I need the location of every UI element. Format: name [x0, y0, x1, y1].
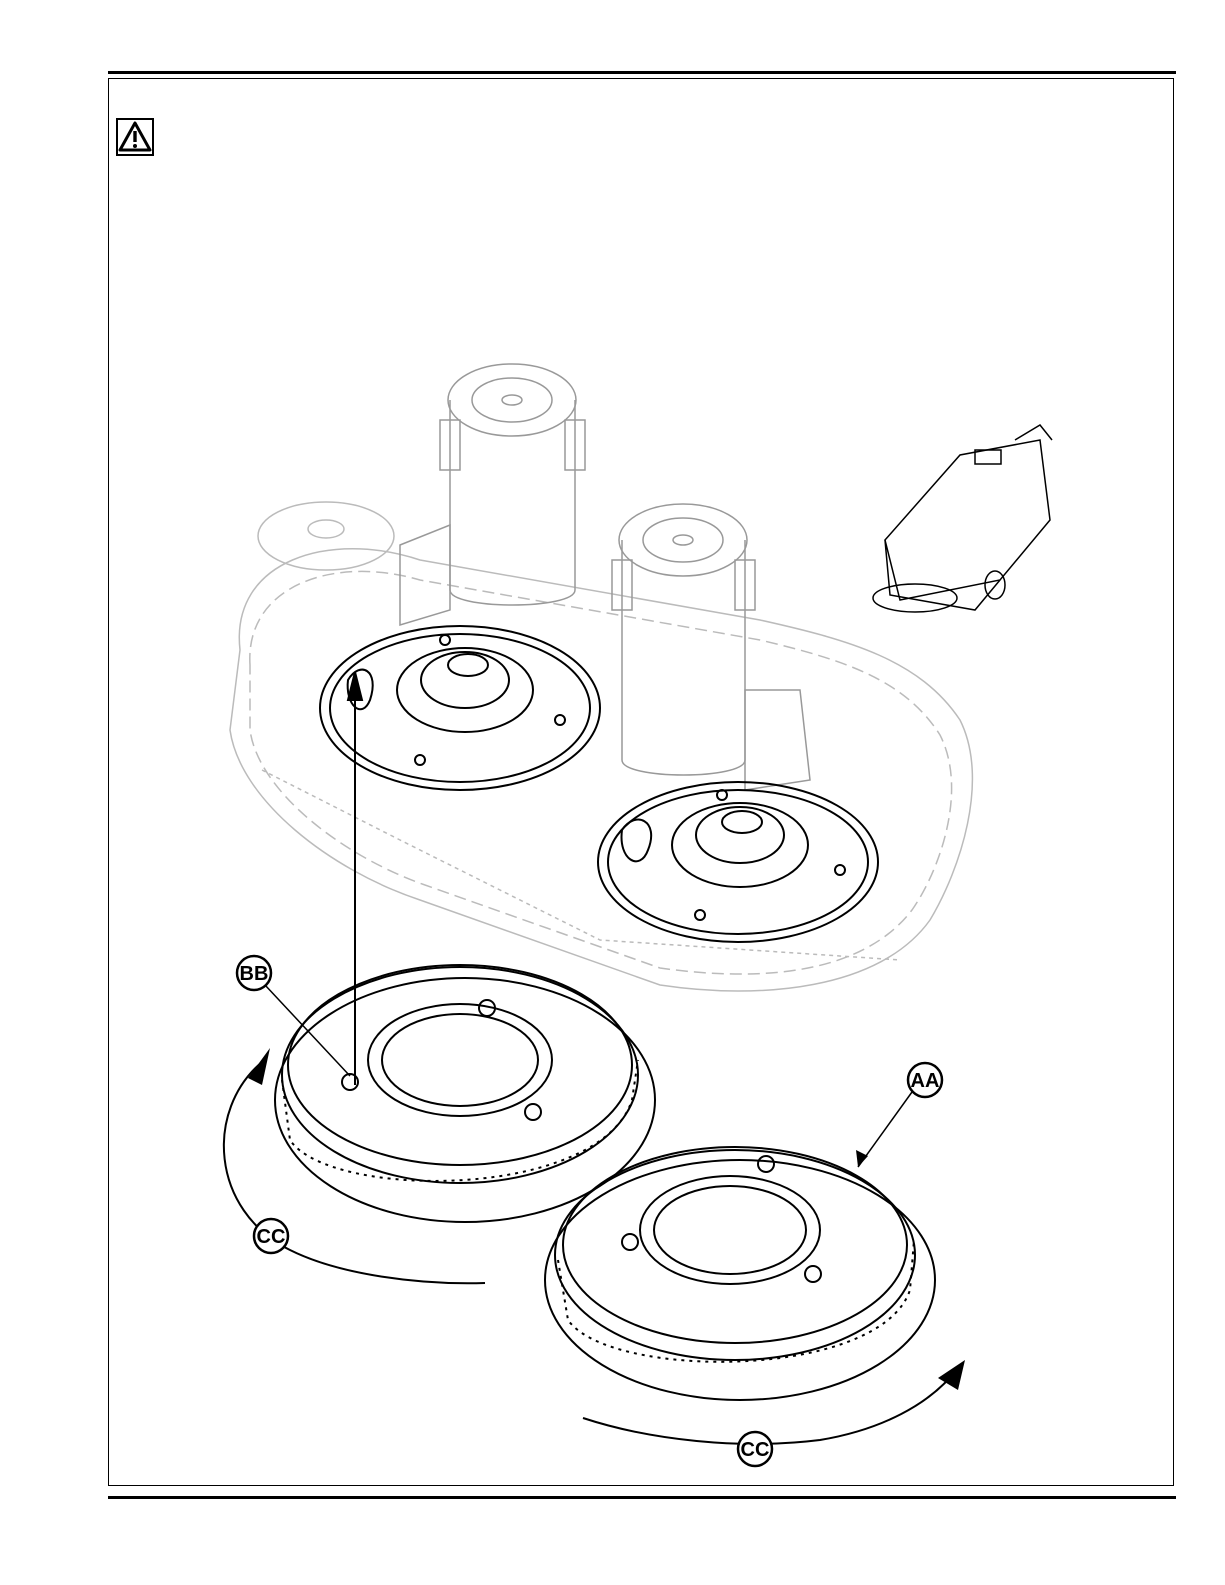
- aa-leader-arrowhead: [856, 1150, 868, 1167]
- left-motor: [400, 364, 585, 625]
- pad-driver-right: [545, 1147, 935, 1400]
- svg-text:CC: CC: [257, 1226, 286, 1248]
- callout-aa: AA: [908, 1063, 942, 1097]
- scrubber-machine-thumbnail: [873, 425, 1052, 612]
- right-motor: [612, 504, 810, 790]
- rotation-arrowhead-left: [248, 1048, 270, 1085]
- pad-driver-left: [275, 965, 655, 1222]
- svg-text:CC: CC: [741, 1439, 770, 1461]
- bb-leader-line: [265, 985, 350, 1076]
- callout-bb: BB: [237, 956, 271, 990]
- right-drive-plate: [598, 782, 878, 942]
- svg-text:BB: BB: [240, 963, 269, 985]
- svg-text:AA: AA: [911, 1070, 940, 1092]
- footer-rule: [108, 1496, 1176, 1499]
- callout-cc-bottom: CC: [738, 1432, 772, 1466]
- scrub-deck: [230, 502, 972, 991]
- left-drive-plate: [320, 626, 600, 790]
- alignment-arrow: [348, 672, 362, 1085]
- callout-cc-left: CC: [254, 1219, 288, 1253]
- rotation-arrow-right: [583, 1368, 958, 1444]
- header-rule: [108, 71, 1176, 74]
- pad-driver-installation-illustration: BB AA CC CC: [108, 78, 1174, 1486]
